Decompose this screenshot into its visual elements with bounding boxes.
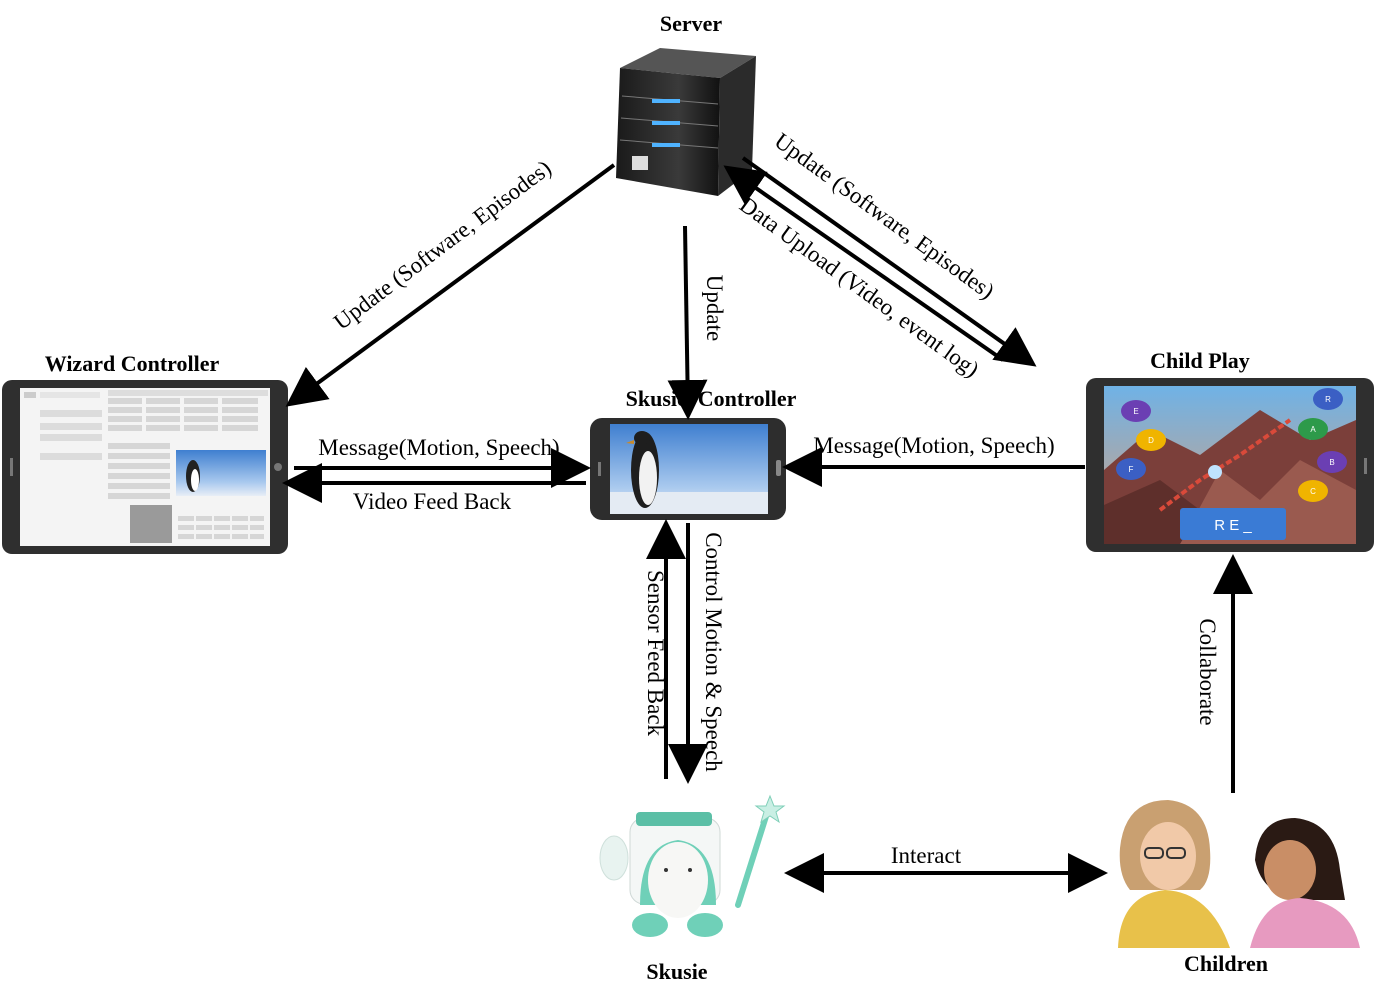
edge-label-childplay-server: Data Upload (Video, event log) bbox=[735, 192, 984, 382]
arrow-server-to-childplay bbox=[741, 156, 1037, 367]
letter-bubble: A bbox=[1298, 418, 1328, 440]
arrow-server-to-wizard bbox=[285, 163, 616, 407]
arrow-childplay-to-server bbox=[723, 165, 1005, 362]
edge-label-server-controller: Update bbox=[702, 275, 727, 341]
server-label: Server bbox=[660, 11, 723, 36]
skusie-controller-phone bbox=[590, 418, 786, 520]
children-label: Children bbox=[1184, 951, 1268, 976]
child-play-tablet: R E _ E D F R A B C bbox=[1086, 378, 1374, 552]
edge-label-wizard-controller: Message(Motion, Speech) bbox=[318, 435, 559, 460]
svg-text:R: R bbox=[1325, 395, 1331, 404]
arrows bbox=[282, 156, 1253, 893]
edge-label-controller-wizard: Video Feed Back bbox=[353, 489, 512, 514]
wizard-controller-label: Wizard Controller bbox=[45, 351, 220, 376]
letter-bubble: E bbox=[1121, 400, 1151, 422]
skusie-controller-label: Skusie Controller bbox=[626, 386, 797, 411]
edge-label-server-wizard: Update (Software, Episodes) bbox=[329, 155, 556, 334]
edge-label-skusie-controller: Sensor Feed Back bbox=[643, 570, 668, 737]
skusie-label: Skusie bbox=[646, 959, 707, 984]
edge-label-collaborate: Collaborate bbox=[1195, 618, 1220, 725]
letter-bubble: D bbox=[1136, 429, 1166, 451]
word-display: R E _ bbox=[1214, 517, 1252, 534]
letter-bubble: R bbox=[1313, 388, 1343, 410]
letter-bubble: B bbox=[1317, 451, 1347, 473]
arrow-server-to-controller bbox=[667, 225, 708, 420]
svg-text:E: E bbox=[1133, 407, 1138, 416]
letter-bubble: C bbox=[1298, 480, 1328, 502]
server-icon bbox=[616, 48, 756, 196]
word-box bbox=[1180, 508, 1286, 540]
edge-label-controller-skusie: Control Motion & Speech bbox=[701, 532, 726, 772]
letter-bubble: F bbox=[1116, 458, 1146, 480]
svg-text:C: C bbox=[1310, 487, 1316, 496]
skusie-robot-icon bbox=[599, 794, 786, 937]
svg-text:A: A bbox=[1310, 425, 1316, 434]
svg-text:B: B bbox=[1329, 458, 1334, 467]
edge-label-interact: Interact bbox=[891, 843, 962, 868]
edge-label-childplay-controller: Message(Motion, Speech) bbox=[813, 433, 1054, 458]
child-play-label: Child Play bbox=[1150, 348, 1250, 373]
svg-text:F: F bbox=[1129, 465, 1134, 474]
wizard-controller-tablet bbox=[2, 380, 288, 554]
children-photo bbox=[1115, 798, 1360, 948]
svg-text:D: D bbox=[1148, 436, 1154, 445]
